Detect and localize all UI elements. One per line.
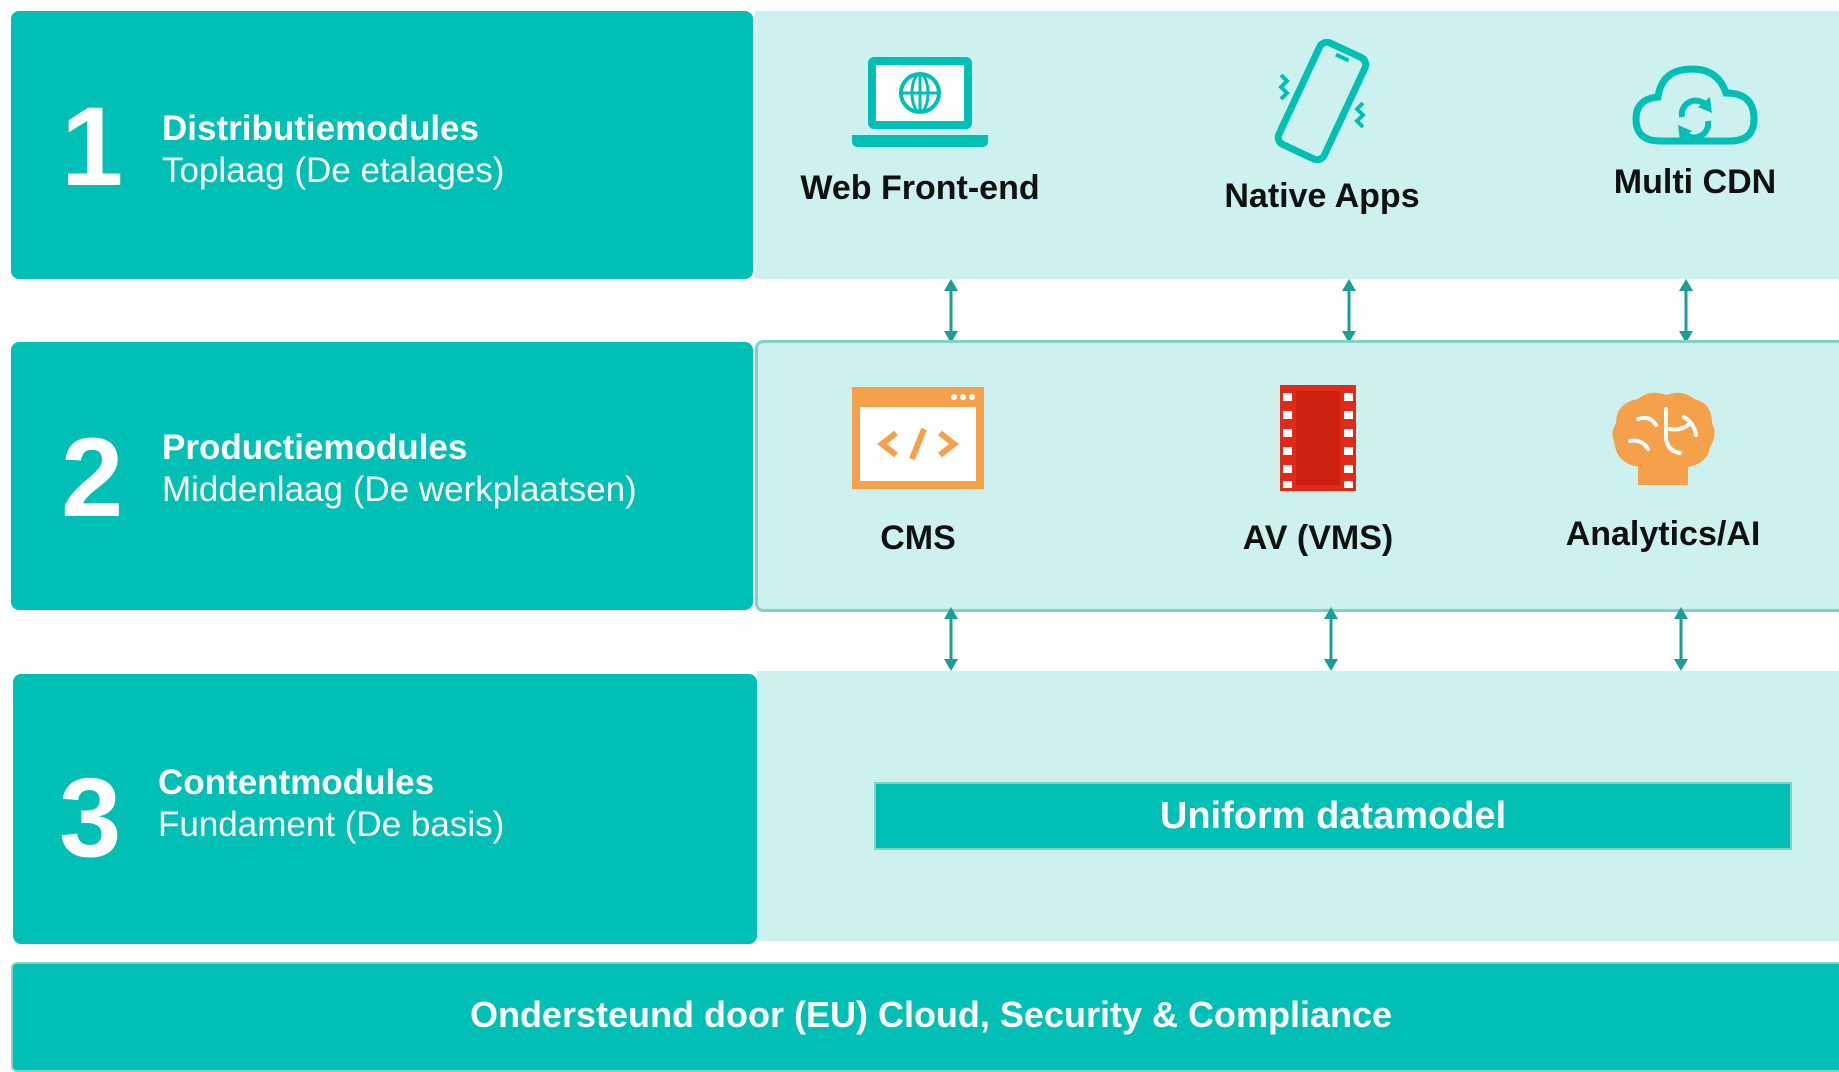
- film-strip-icon: [1280, 385, 1356, 491]
- smartphone-icon: [1274, 39, 1370, 163]
- module-native-apps: Native Apps: [1192, 39, 1452, 216]
- module-cms: CMS: [818, 387, 1018, 558]
- layer-3-number: 3: [59, 755, 122, 880]
- module-label: Native Apps: [1224, 177, 1420, 215]
- layer-1-label-block: 1 Distributiemodules Toplaag (De etalage…: [11, 11, 753, 279]
- connector-arrow: [944, 279, 958, 343]
- layer-2-number: 2: [61, 415, 124, 540]
- layer-3-label-block: 3 Contentmodules Fundament (De basis): [13, 674, 757, 944]
- module-label: CMS: [880, 519, 956, 557]
- laptop-globe-icon: [852, 57, 988, 147]
- code-window-icon: [852, 387, 984, 489]
- connector-arrow: [944, 607, 958, 671]
- module-label: Web Front-end: [800, 169, 1040, 207]
- connector-arrow: [1679, 279, 1693, 343]
- layer-2-title: Productiemodules: [162, 428, 468, 467]
- layer-1-panel: Web Front-end Native Apps Multi CDN: [755, 11, 1839, 279]
- layer-2-panel: CMS AV (VMS) Analytics/AI: [755, 340, 1839, 612]
- layer-2-label-block: 2 Productiemodules Middenlaag (De werkpl…: [11, 342, 753, 610]
- connector-arrow: [1324, 607, 1338, 671]
- module-web-front-end: Web Front-end: [785, 51, 1055, 208]
- cloud-sync-icon: [1632, 65, 1758, 145]
- uniform-datamodel-bar: Uniform datamodel: [874, 782, 1792, 850]
- footer-bar: Ondersteund door (EU) Cloud, Security & …: [11, 962, 1839, 1072]
- layer-3-subtitle: Fundament (De basis): [158, 805, 505, 844]
- module-multi-cdn: Multi CDN: [1585, 61, 1805, 202]
- layer-1-number: 1: [61, 84, 124, 209]
- module-label: Multi CDN: [1613, 163, 1777, 201]
- connector-arrow: [1342, 279, 1356, 343]
- module-av-vms: AV (VMS): [1213, 385, 1423, 558]
- module-label: AV (VMS): [1242, 519, 1394, 557]
- layer-2-subtitle: Middenlaag (De werkplaatsen): [162, 470, 637, 509]
- module-label: Analytics/AI: [1565, 515, 1761, 553]
- module-analytics-ai: Analytics/AI: [1548, 389, 1778, 554]
- connector-arrow: [1674, 607, 1688, 671]
- layer-1-subtitle: Toplaag (De etalages): [162, 151, 505, 190]
- layer-3-title: Contentmodules: [158, 763, 435, 802]
- brain-icon: [1612, 392, 1715, 485]
- layer-1-title: Distributiemodules: [162, 109, 479, 148]
